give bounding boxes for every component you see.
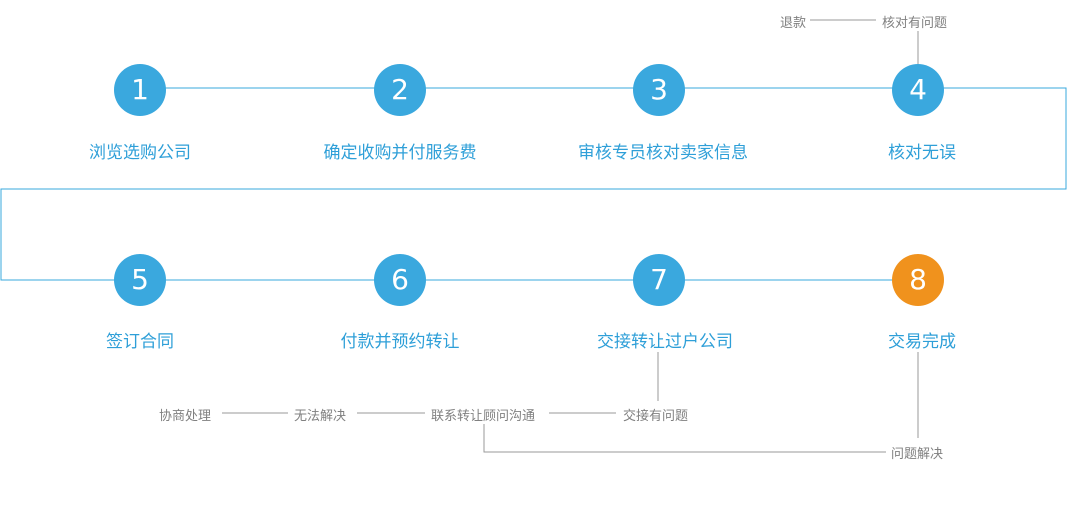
step-7-label: 交接转让过户公司 — [597, 332, 733, 352]
main-flow-line — [0, 87, 1067, 281]
step-6-label: 付款并预约转让 — [340, 332, 460, 352]
issue-solved-note: 问题解决 — [891, 443, 944, 462]
step-6-circle: 6 — [374, 254, 426, 306]
contact-advisor-note: 联系转让顾问沟通 — [431, 405, 536, 424]
step-5-label: 签订合同 — [106, 332, 174, 352]
solved-return-line — [483, 424, 886, 453]
step-1-label: 浏览选购公司 — [89, 143, 191, 163]
step-2-circle: 2 — [374, 64, 426, 116]
refund-note: 退款 — [780, 12, 807, 31]
step-4-circle: 4 — [892, 64, 944, 116]
step-2-label: 确定收购并付服务费 — [323, 143, 477, 163]
step-8-label: 交易完成 — [888, 332, 956, 352]
step-7-circle: 7 — [633, 254, 685, 306]
step-8-circle: 8 — [892, 254, 944, 306]
step-4-label: 核对无误 — [888, 143, 956, 163]
step-3-circle: 3 — [633, 64, 685, 116]
unresolved-note: 无法解决 — [294, 405, 347, 424]
step-1-circle: 1 — [114, 64, 166, 116]
step-3-label: 审核专员核对卖家信息 — [578, 143, 748, 163]
check-issue-note: 核对有问题 — [882, 12, 948, 31]
step-5-circle: 5 — [114, 254, 166, 306]
handover-issue-note: 交接有问题 — [623, 405, 689, 424]
negotiate-note: 协商处理 — [159, 405, 212, 424]
